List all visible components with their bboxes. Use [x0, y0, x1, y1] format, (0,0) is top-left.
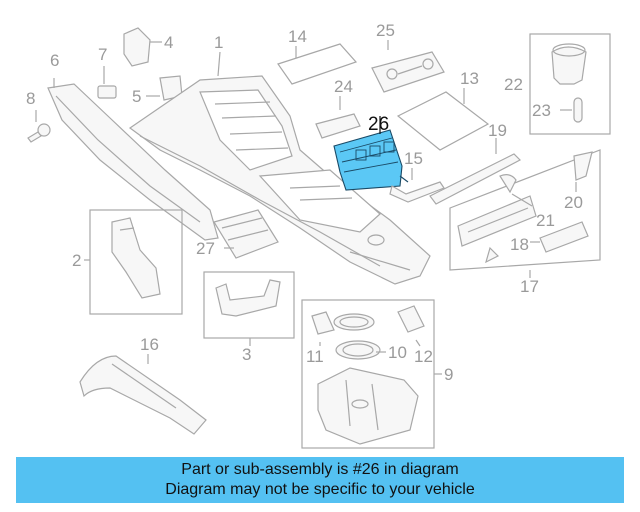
part-6-side-panel: 6	[47, 51, 219, 241]
label-25: 25	[376, 21, 395, 40]
part-26-switch-module-highlighted: 26	[333, 114, 409, 191]
label-22: 22	[504, 75, 523, 94]
banner-line-1: Part or sub-assembly is #26 in diagram	[181, 461, 459, 478]
label-14: 14	[288, 27, 307, 46]
label-20: 20	[564, 193, 583, 212]
group-2-box: 2	[72, 209, 183, 315]
label-7: 7	[98, 45, 107, 64]
group-3-box: 3	[203, 271, 295, 364]
label-9: 9	[444, 365, 453, 384]
part-4-bracket: 4	[123, 27, 173, 67]
part-24-switch: 24	[315, 77, 361, 139]
label-23: 23	[532, 101, 551, 120]
part-14-panel: 14	[277, 27, 358, 85]
label-13: 13	[460, 69, 479, 88]
label-5: 5	[132, 87, 141, 106]
label-17: 17	[520, 277, 539, 296]
part-25-control-unit: 25	[371, 21, 445, 93]
label-21: 21	[536, 211, 555, 230]
part-13-pad: 13	[396, 69, 490, 151]
label-15: 15	[404, 149, 423, 168]
label-3: 3	[242, 345, 251, 364]
part-8-screw: 8	[26, 89, 51, 143]
part-1-center-console: 1	[128, 33, 431, 285]
part-7-clip: 7	[97, 45, 117, 99]
part-5-bracket: 5	[132, 75, 183, 106]
parts-diagram: 6 8 7 4 5 1	[26, 21, 611, 449]
banner-line-2: Diagram may not be specific to your vehi…	[165, 481, 475, 498]
label-16: 16	[140, 335, 159, 354]
label-19: 19	[488, 121, 507, 140]
label-24: 24	[334, 77, 353, 96]
group-9-box: 11 10 12 9	[301, 299, 453, 449]
label-18: 18	[510, 235, 529, 254]
label-2: 2	[72, 251, 81, 270]
label-26: 26	[368, 114, 389, 135]
label-6: 6	[50, 51, 59, 70]
part-19-trim-strip: 19	[429, 121, 522, 205]
group-22-23-box: 22 23	[504, 33, 611, 135]
label-12: 12	[414, 347, 433, 366]
group-17-box: 20 21 18 17	[449, 149, 601, 296]
part-16-duct: 16	[79, 335, 207, 435]
label-10: 10	[388, 343, 407, 362]
label-11: 11	[306, 347, 324, 366]
part-27-switch-panel: 27	[196, 209, 279, 259]
label-1: 1	[214, 33, 223, 52]
label-8: 8	[26, 89, 35, 108]
info-banner: Part or sub-assembly is #26 in diagram D…	[16, 457, 624, 503]
label-27: 27	[196, 239, 215, 258]
part-15-bracket: 15	[389, 149, 445, 203]
label-4: 4	[164, 33, 173, 52]
